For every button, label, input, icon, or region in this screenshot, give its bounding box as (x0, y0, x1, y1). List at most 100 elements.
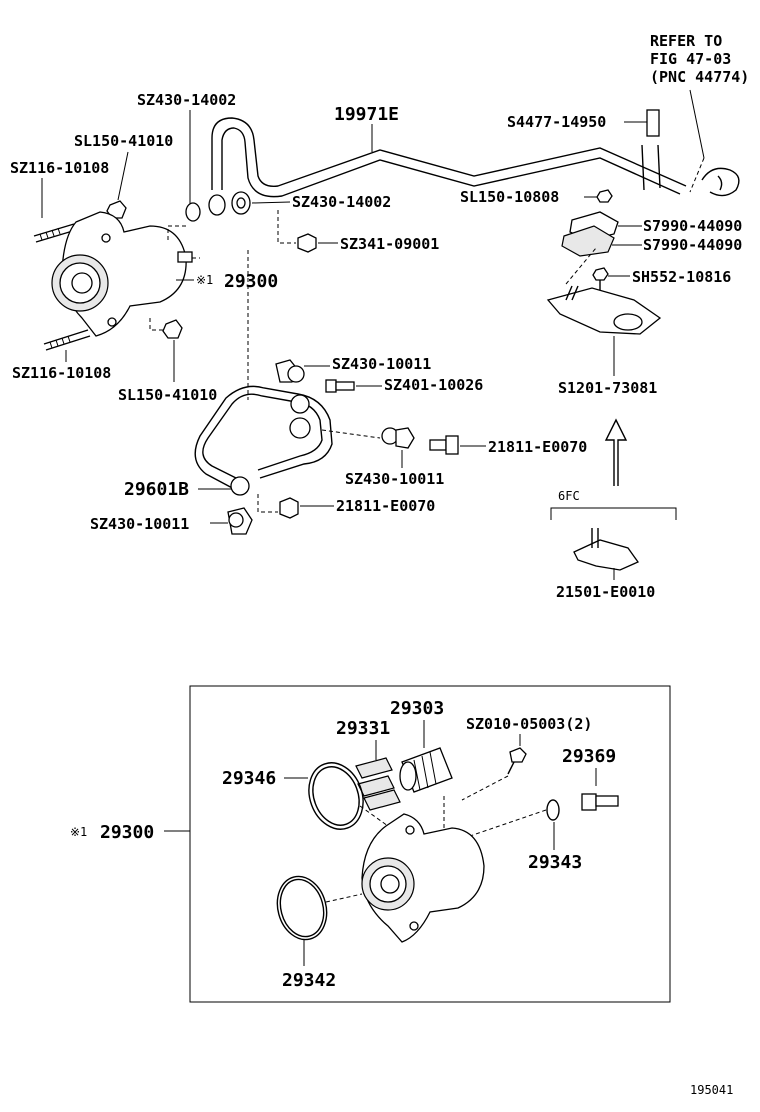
label-s1201-73081: S1201-73081 (558, 379, 657, 397)
label-29300-marker: ※1 (196, 273, 213, 287)
label-sz010-05003: SZ010-05003(2) (466, 715, 592, 733)
rotor-slots (413, 751, 437, 791)
label-sz430-14002-mid: SZ430-14002 (292, 193, 391, 211)
bolt-sz401-shank (335, 381, 355, 391)
oring-29342-part (276, 875, 328, 941)
label-21501-e0010: 21501-E0010 (556, 583, 655, 601)
label-21811-e0070-a: 21811-E0070 (488, 438, 587, 456)
bracket-hole (613, 313, 643, 331)
label-sl150-10808: SL150-10808 (460, 188, 559, 206)
fitting-29369-body (595, 795, 619, 807)
hose-29601b-part (202, 393, 323, 481)
hose-eye-part-3 (230, 476, 250, 496)
vacuum-tube-part-b (221, 127, 681, 198)
nut-dash (149, 318, 164, 331)
ring-29343-part (546, 799, 560, 821)
washer-part (185, 202, 201, 222)
label-s7990-44090-b: S7990-44090 (643, 236, 742, 254)
detail-frame (189, 685, 671, 1003)
nut-part-2 (162, 319, 183, 339)
bolt-21811-a-shank (429, 439, 447, 451)
dash-ring-29343 (469, 809, 547, 837)
pump-detail-bolt-hole (405, 825, 415, 835)
hose-eye-part-2 (289, 417, 311, 439)
label-6fc: 6FC (558, 489, 580, 503)
bracket-21501-stud (591, 528, 599, 548)
pump-bolt-hole (101, 233, 111, 243)
hose-eye-part (290, 394, 310, 414)
pump-gear-center (71, 272, 93, 294)
gasket-part-b (395, 427, 415, 449)
hose-plug-part (646, 109, 660, 137)
gasket-ring-a (287, 365, 305, 383)
hose-end-inner (717, 175, 723, 191)
stud-thread (39, 227, 61, 241)
pump-dash (167, 225, 200, 259)
label-assembly-29300: 29300 (100, 822, 154, 843)
refer-note-line3: (PNC 44774) (650, 68, 749, 86)
label-assembly-marker: ※1 (70, 825, 87, 839)
rotor-face (399, 761, 417, 791)
pump-bolt-hole-2 (107, 317, 117, 327)
label-sz430-10011-c: SZ430-10011 (90, 515, 189, 533)
variant-bracket-line (550, 507, 677, 520)
refer-dash (689, 157, 705, 193)
dash-screw (461, 775, 509, 801)
dash-sz341 (277, 210, 296, 244)
label-sz116-10108-top: SZ116-10108 (10, 159, 109, 177)
label-sz430-10011-b: SZ430-10011 (345, 470, 444, 488)
stud-part-2 (43, 329, 91, 351)
bracket-part (546, 287, 662, 335)
label-sl150-41010-bottom: SL150-41010 (118, 386, 217, 404)
leader-sz430-14002-mid (251, 201, 291, 204)
dash-oring-29342 (325, 893, 363, 903)
clamp-lower-part (561, 225, 615, 257)
figure-id: 195041 (690, 1083, 733, 1097)
refer-note-line1: REFER TO (650, 32, 722, 50)
label-19971e: 19971E (334, 104, 399, 125)
label-29343: 29343 (528, 852, 582, 873)
label-29601b: 29601B (124, 479, 189, 500)
vacuum-tube-part (211, 117, 687, 190)
nut-part (106, 200, 127, 219)
vane-part (355, 757, 393, 779)
bracket-stud (565, 285, 579, 301)
label-sz430-10011-a: SZ430-10011 (332, 355, 431, 373)
label-29300: 29300 (224, 271, 278, 292)
leader-sl150-41010-top (117, 151, 129, 201)
dash-washer-b (321, 429, 381, 439)
label-sz430-14002-top: SZ430-14002 (137, 91, 236, 109)
eye-fitting-part (208, 194, 226, 216)
hose-29601b-part-b (194, 385, 333, 491)
oring-29346-part (308, 762, 364, 830)
bolt-sz401-head (325, 379, 337, 393)
hose-end-part (701, 167, 740, 197)
bracket-dash (565, 247, 597, 285)
bolt-sh552-part (592, 267, 609, 281)
bolt-sz341-part (297, 233, 317, 253)
refer-note-line2: FIG 47-03 (650, 50, 731, 68)
label-sz116-10108-bottom: SZ116-10108 (12, 364, 111, 382)
nut-small-part (596, 189, 613, 203)
pump-detail-center (380, 874, 400, 894)
bolt-21811-a-head (445, 435, 459, 455)
gasket-ring-c (228, 512, 244, 528)
pump-nipple-part (177, 251, 193, 263)
label-29342: 29342 (282, 970, 336, 991)
arrow-up-icon (604, 418, 628, 486)
label-sz341-09001: SZ341-09001 (340, 235, 439, 253)
vane-part-3 (363, 789, 401, 811)
dash-21811-b (257, 494, 278, 513)
label-29331: 29331 (336, 718, 390, 739)
dash-pump-detail (359, 796, 445, 828)
label-29369: 29369 (562, 746, 616, 767)
label-sh552-10816: SH552-10816 (632, 268, 731, 286)
washer-hole (236, 197, 246, 209)
fitting-29369-head (581, 793, 597, 811)
label-21811-e0070-b: 21811-E0070 (336, 497, 435, 515)
bracket-21501-part (573, 539, 639, 571)
pump-detail-bolt-hole-2 (409, 921, 419, 931)
oring-29346-inner (312, 766, 360, 826)
label-s7990-44090-a: S7990-44090 (643, 217, 742, 235)
